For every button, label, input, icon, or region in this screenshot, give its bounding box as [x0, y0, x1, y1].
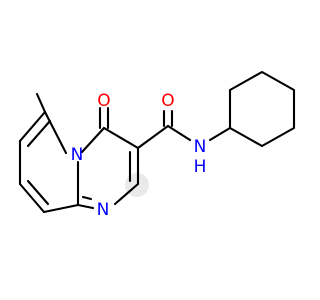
molecule-diagram: O O N N N H [18, 70, 296, 220]
bond-c2-n [113, 182, 140, 206]
bond-n-c9a-double [81, 195, 93, 201]
bond-ring-3 [18, 182, 46, 214]
bond-camide-n [166, 124, 192, 142]
cyclohexane-ring [228, 70, 296, 148]
structure-canvas: O O N N N H [18, 70, 296, 220]
atom-n-amide: N [194, 137, 207, 157]
bond-ring-1-double [26, 119, 52, 148]
atom-o-amide: O [161, 91, 174, 111]
bond-ring-1 [18, 110, 47, 143]
atom-o-ring: O [97, 91, 110, 111]
bond-ring-3-double [26, 179, 50, 206]
bond-c3-camide [136, 124, 170, 150]
bond-n-c4 [80, 126, 106, 154]
bond-n-cy [208, 126, 232, 142]
bond-ring-4 [42, 203, 80, 214]
atom-n-bridge: N [71, 145, 84, 165]
bond-methyl [35, 92, 47, 114]
bond-ring-6 [43, 110, 68, 155]
bond-c4-c3 [102, 126, 140, 150]
bond-n-c9a [76, 203, 95, 210]
atom-n-ring: N [97, 200, 110, 220]
atom-h-amide: H [194, 157, 207, 177]
